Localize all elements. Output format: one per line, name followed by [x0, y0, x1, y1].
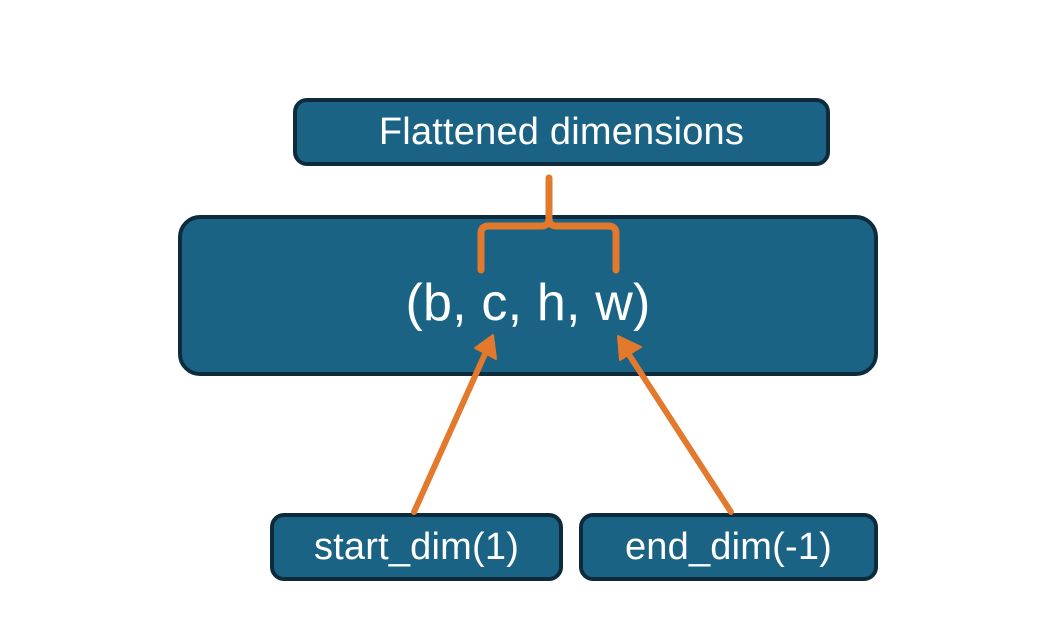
node-flattened-dimensions[interactable]: Flattened dimensions — [293, 98, 830, 166]
node-tensor-shape-label: (b, c, h, w) — [405, 274, 651, 332]
node-start-dim[interactable]: start_dim(1) — [270, 513, 563, 581]
start-dim-arrow-icon — [411, 334, 497, 515]
flattened-dims-brace-icon — [477, 174, 620, 274]
end-dim-arrow-icon — [617, 335, 734, 515]
node-end-dim[interactable]: end_dim(-1) — [579, 513, 878, 581]
node-flattened-dimensions-label: Flattened dimensions — [378, 110, 745, 153]
node-start-dim-label: start_dim(1) — [313, 525, 520, 568]
node-tensor-shape[interactable]: (b, c, h, w) — [178, 215, 878, 376]
node-end-dim-label: end_dim(-1) — [624, 525, 833, 568]
